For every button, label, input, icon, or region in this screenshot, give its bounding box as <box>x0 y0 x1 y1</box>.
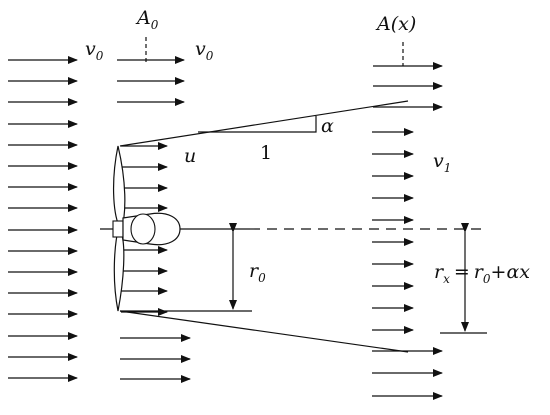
A0-label: A0 <box>135 7 159 32</box>
propeller-hub-icon <box>112 145 181 312</box>
r0-label: r0 <box>249 260 266 285</box>
outer-arrow-column-right <box>372 62 443 400</box>
downstream-arrow-column <box>372 128 414 334</box>
v1-label: v1 <box>433 150 451 175</box>
alpha-label: α <box>321 115 334 137</box>
Ax-label: A(x) <box>375 13 416 35</box>
rx-formula-label: rx=r0+αx <box>434 261 530 286</box>
slope-one-label: 1 <box>260 142 272 164</box>
slipstream-lower-boundary <box>119 310 409 353</box>
u-label: u <box>184 145 196 167</box>
slope-triangle <box>198 116 317 133</box>
upstream-arrow-column-mid-top <box>117 56 185 106</box>
upstream-arrow-column-left <box>8 56 78 382</box>
slipstream-upper-boundary <box>119 100 409 147</box>
upstream-arrow-column-mid-bottom <box>120 334 191 383</box>
v0-left-label: v0 <box>85 38 104 63</box>
v0-right-label: v0 <box>195 38 214 63</box>
